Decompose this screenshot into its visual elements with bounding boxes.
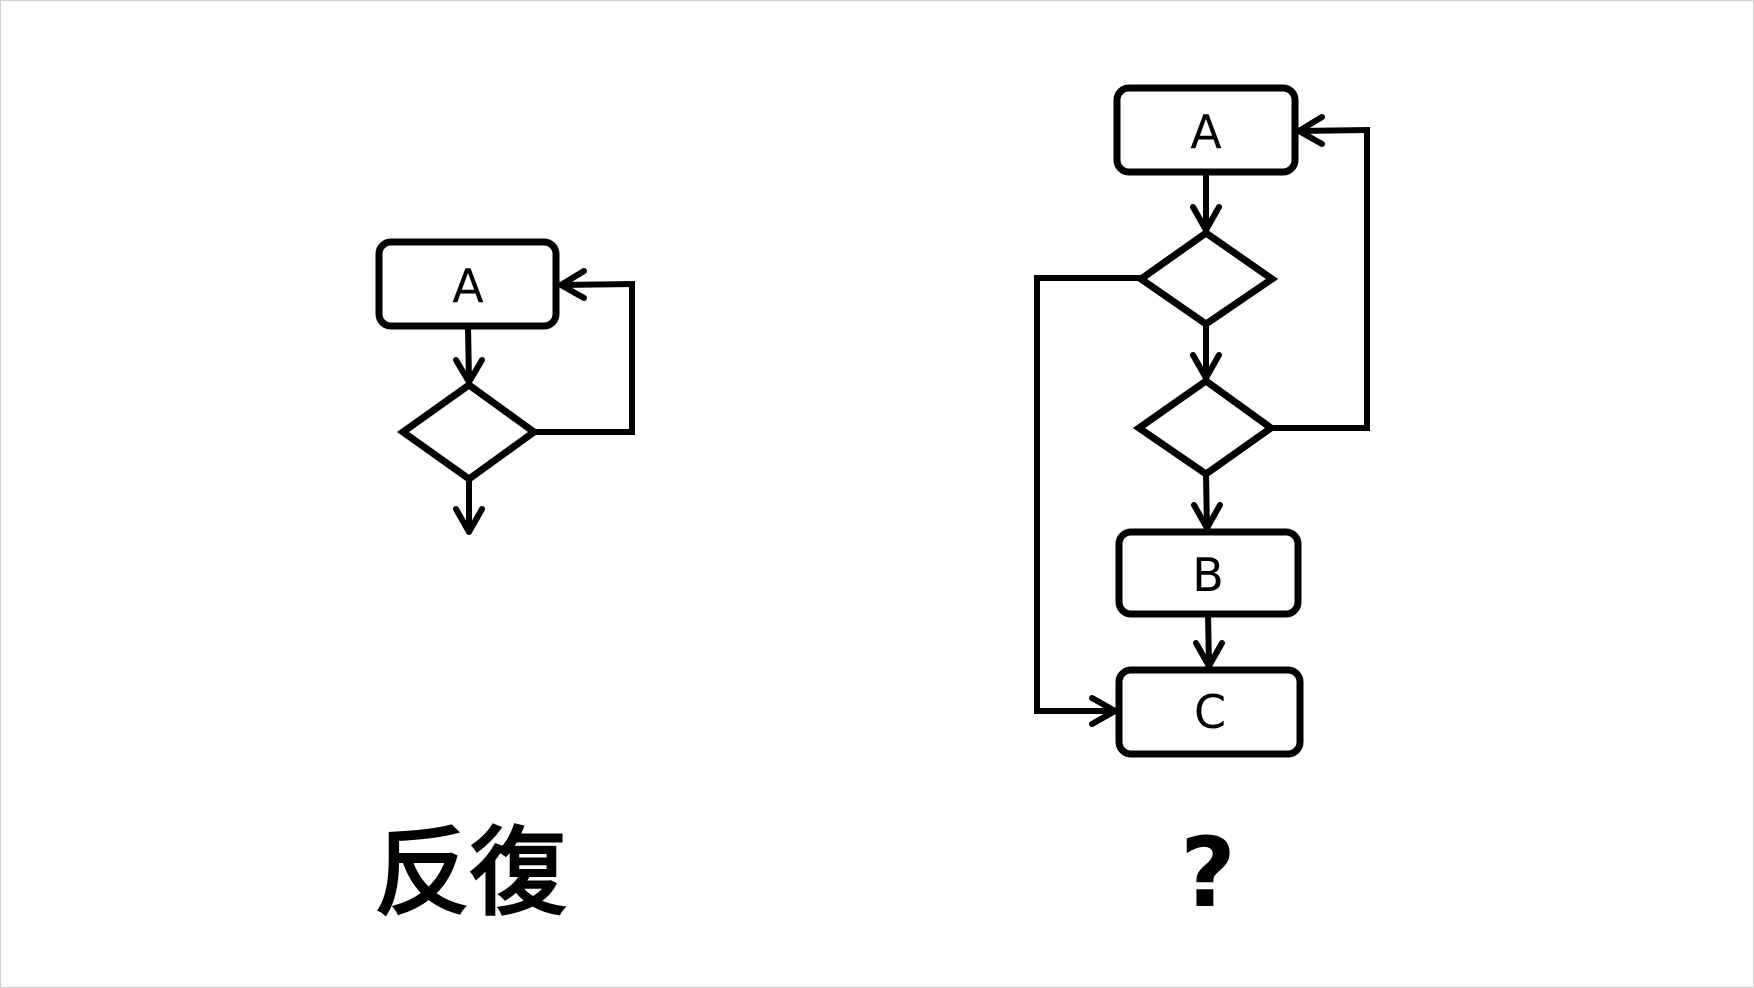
arrowhead-icon [1296, 114, 1325, 147]
diagram-iteration: A 反復 [374, 238, 635, 929]
decision-node-2 [1132, 376, 1278, 479]
decision-node [396, 380, 540, 484]
diagram-unknown: A B C ? [1034, 84, 1370, 929]
edge-a-to-decision [465, 325, 472, 383]
edge-decision-2-to-b [1203, 473, 1210, 529]
arrowhead-icon [453, 506, 485, 535]
process-node-a [375, 238, 560, 330]
arrowhead-icon [1193, 640, 1225, 669]
edge-b-to-c [1205, 613, 1212, 667]
node-label-a: A [1190, 105, 1222, 159]
edge-bypass-to-c [1034, 275, 1141, 714]
node-label-a: A [452, 259, 484, 313]
node-label-c: C [1194, 685, 1226, 739]
arrowhead-icon [1089, 695, 1118, 727]
decision-node-1 [1134, 228, 1279, 329]
caption-iteration: 反復 [374, 817, 567, 929]
caption-unknown: ? [1180, 817, 1236, 929]
edge-loop-back [1271, 126, 1370, 431]
arrowhead-icon [1191, 502, 1223, 531]
node-label-b: B [1192, 548, 1224, 602]
edge-loop-back [534, 280, 635, 435]
arrowhead-icon [558, 268, 587, 301]
process-node-c [1115, 666, 1304, 758]
